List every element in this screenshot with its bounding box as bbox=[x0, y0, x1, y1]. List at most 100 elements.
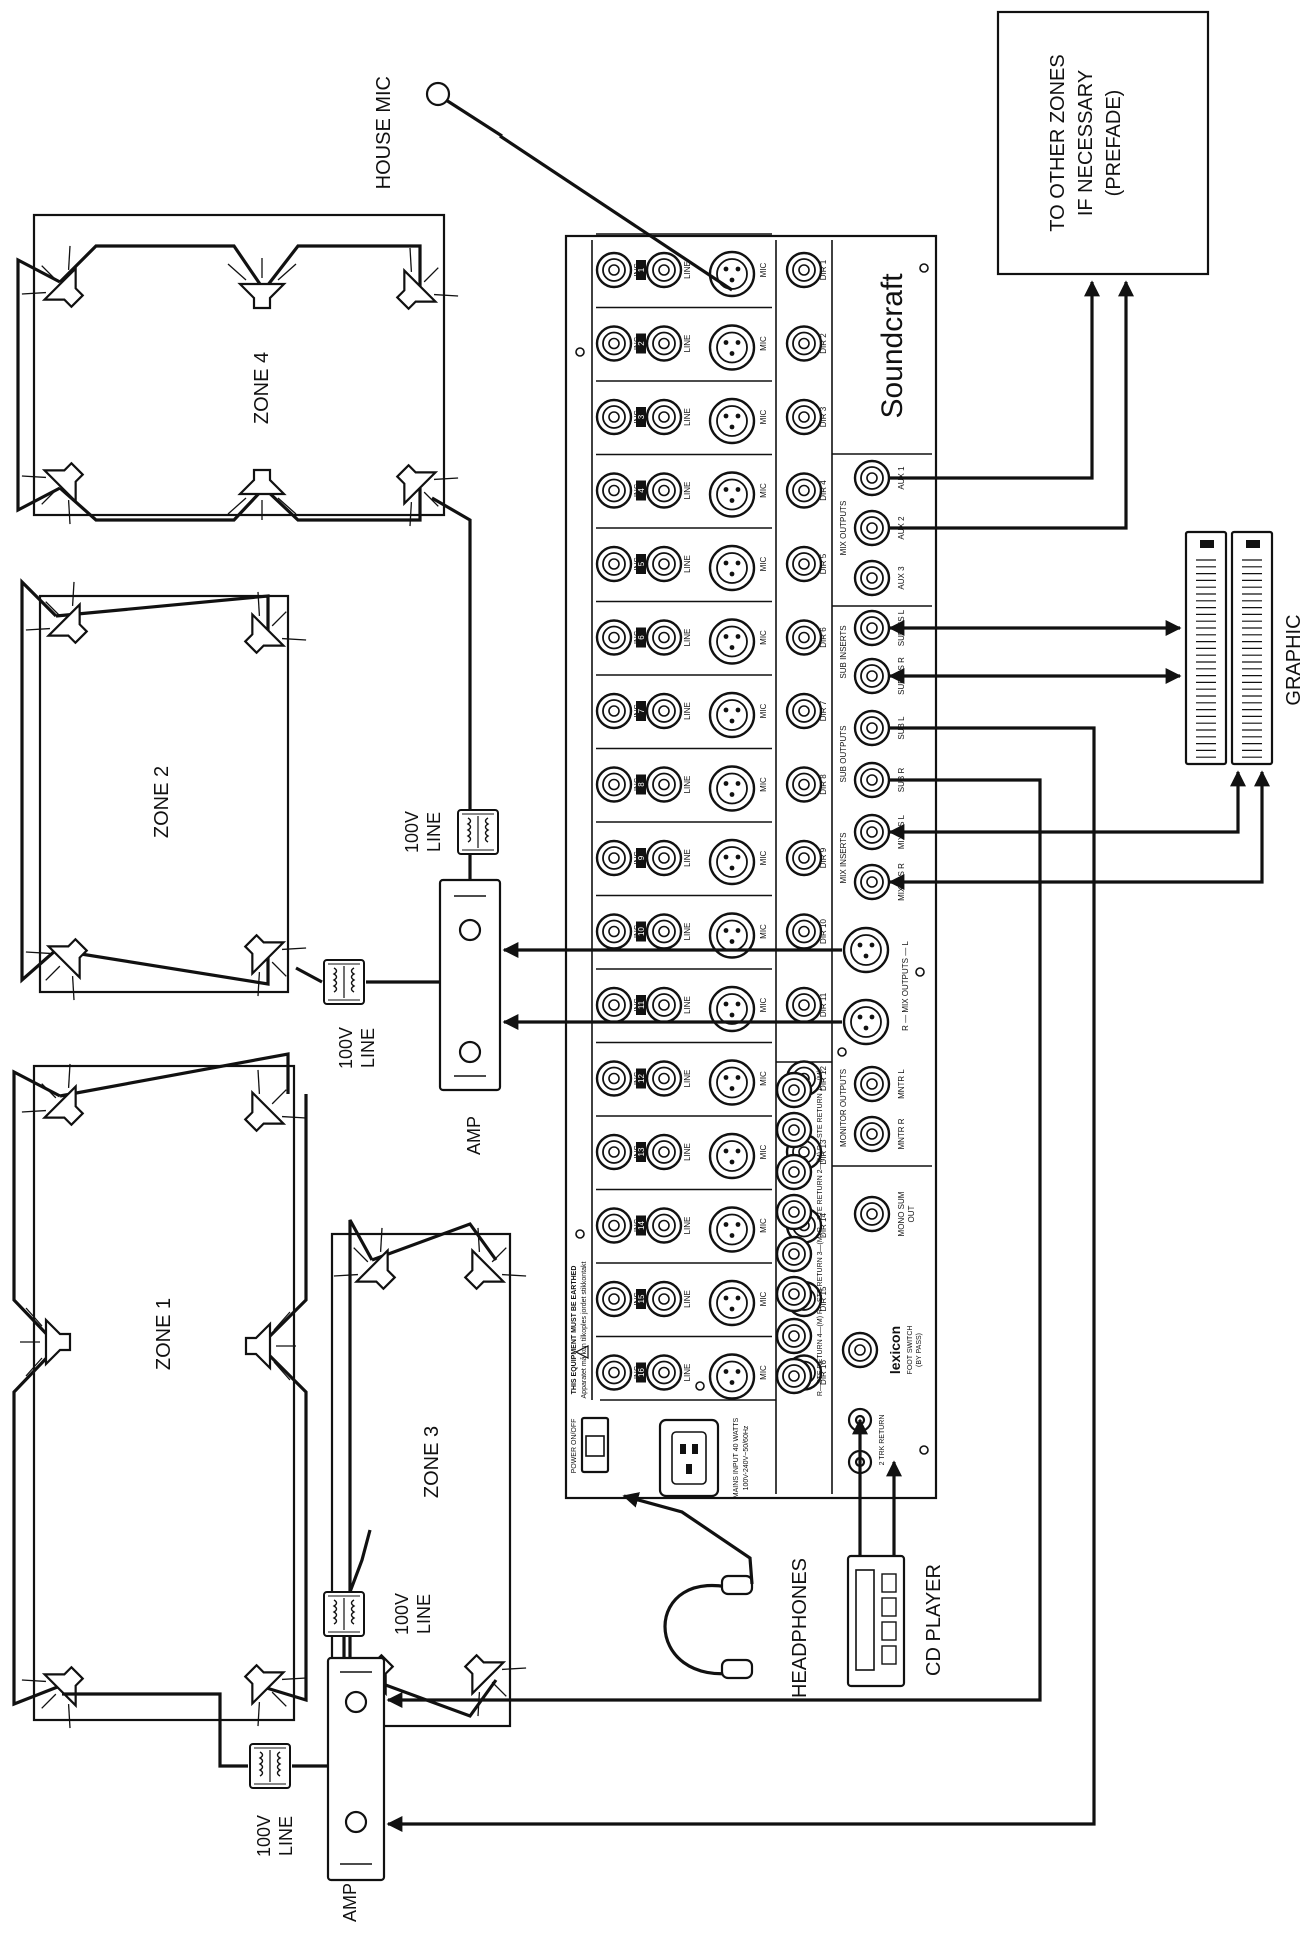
svg-text:100V: 100V bbox=[254, 1815, 274, 1857]
mic-xlr bbox=[708, 1353, 756, 1400]
channel-number: 12 bbox=[637, 1074, 646, 1083]
mic-xlr bbox=[708, 618, 756, 665]
svg-text:LINE: LINE bbox=[358, 1028, 378, 1068]
channel-strips: INSLINEMICDIR 11 INSLINEMICDIR 22 INSLINEM… bbox=[595, 233, 828, 1400]
svg-text:LINE: LINE bbox=[414, 1594, 434, 1634]
dir-label: DIR 3 bbox=[819, 406, 828, 427]
line-label: LINE bbox=[683, 482, 692, 500]
svg-text:(PREFADE): (PREFADE) bbox=[1103, 90, 1125, 197]
soundcraft-logo: Soundcraft bbox=[876, 273, 909, 419]
ins-jack bbox=[595, 986, 633, 1024]
mic-xlr bbox=[708, 691, 756, 739]
ste-return-jack-r bbox=[775, 1111, 813, 1149]
line-label: LINE bbox=[683, 1143, 692, 1161]
mic-label: MIC bbox=[759, 924, 768, 939]
channel-number: 16 bbox=[637, 1368, 646, 1377]
mix-out-r-xlr bbox=[842, 998, 890, 1046]
line-label: LINE bbox=[683, 335, 692, 353]
channel-number: 10 bbox=[637, 927, 646, 936]
foot-switch-jack bbox=[841, 1331, 879, 1369]
line-100v-b: 100V LINE bbox=[336, 1027, 378, 1069]
line-jack bbox=[645, 619, 683, 656]
mic-label: MIC bbox=[759, 1291, 768, 1306]
line-jack bbox=[645, 1133, 683, 1171]
channel-strip: INSLINEMICDIR 66 bbox=[595, 600, 828, 665]
channel-badge bbox=[636, 260, 646, 280]
mntr-l-jack bbox=[853, 1065, 891, 1103]
mic-label: MIC bbox=[759, 703, 768, 718]
channel-number: 4 bbox=[637, 488, 646, 493]
ins-jack bbox=[595, 692, 633, 730]
lexicon-logo: lexicon bbox=[887, 1326, 903, 1374]
dir-label: DIR 12 bbox=[819, 1066, 828, 1091]
ste-return-label: R—STE RETURN 1—(M) bbox=[817, 1070, 824, 1150]
dir-jack bbox=[785, 766, 823, 803]
ins-jack bbox=[595, 1060, 633, 1097]
ins-jack bbox=[595, 1280, 633, 1318]
channel-badge bbox=[636, 1362, 646, 1383]
dir-jack bbox=[785, 913, 823, 950]
line-jack bbox=[645, 839, 683, 877]
mic-label: MIC bbox=[759, 483, 768, 498]
line-jack bbox=[645, 251, 683, 289]
mono-sum-jack bbox=[853, 1195, 891, 1233]
dir-label: DIR 13 bbox=[819, 1139, 828, 1164]
dir-label: DIR 6 bbox=[819, 627, 828, 648]
line-jack bbox=[645, 692, 683, 730]
channel-strip: INSLINEMICDIR 11 bbox=[595, 233, 828, 298]
channel-strip: INSLINEMICDIR 55 bbox=[595, 527, 828, 592]
channel-number: 5 bbox=[637, 561, 646, 566]
dir-label: DIR 16 bbox=[819, 1360, 828, 1385]
dir-label: DIR 2 bbox=[819, 333, 828, 354]
channel-badge bbox=[636, 333, 646, 354]
svg-text:TO OTHER ZONES: TO OTHER ZONES bbox=[1047, 54, 1069, 231]
amp-upper: AMP bbox=[438, 878, 502, 1155]
mic-label: MIC bbox=[759, 630, 768, 645]
channel-number: 14 bbox=[637, 1221, 646, 1230]
svg-text:AUX 3: AUX 3 bbox=[897, 566, 906, 590]
graphic-eq: GRAPHIC bbox=[1184, 530, 1305, 766]
mic-label: MIC bbox=[759, 1218, 768, 1233]
channel-number: 13 bbox=[637, 1147, 646, 1156]
line-label: LINE bbox=[683, 1070, 692, 1088]
mic-label: MIC bbox=[759, 556, 768, 571]
line-100v-c: 100V LINE bbox=[392, 1593, 434, 1635]
subins-r-jack bbox=[853, 657, 891, 695]
mic-xlr bbox=[708, 324, 756, 371]
ste-return-label: R—STE RETURN 2—(M) bbox=[817, 1152, 824, 1232]
zone-3-label: ZONE 3 bbox=[421, 1426, 443, 1498]
svg-text:THIS EQUIPMENT MUST BE EARTHED: THIS EQUIPMENT MUST BE EARTHED bbox=[571, 1266, 578, 1395]
mic-label: MIC bbox=[759, 262, 768, 277]
svg-text:MNTR L: MNTR L bbox=[897, 1069, 906, 1099]
dir-label: DIR 11 bbox=[819, 992, 828, 1017]
line-label: LINE bbox=[683, 702, 692, 720]
line-label: LINE bbox=[683, 629, 692, 647]
dir-jack bbox=[785, 545, 823, 583]
line-jack bbox=[645, 766, 683, 803]
aux-2-jack bbox=[853, 509, 891, 547]
channel-badge bbox=[636, 774, 646, 795]
channel-strip: INSLINEMICDIR 99 bbox=[595, 821, 828, 886]
line-jack bbox=[645, 1207, 683, 1244]
svg-text:POWER ON/OFF: POWER ON/OFF bbox=[571, 1419, 578, 1474]
line-jack bbox=[645, 472, 683, 509]
ste-return-jack-l bbox=[775, 1317, 813, 1355]
channel-number: 6 bbox=[637, 635, 646, 640]
ins-jack bbox=[595, 913, 633, 950]
svg-text:100V-240V~50/60Hz: 100V-240V~50/60Hz bbox=[743, 1425, 750, 1490]
mic-xlr bbox=[708, 544, 756, 592]
channel-badge bbox=[636, 1142, 646, 1162]
zone-4-label: ZONE 4 bbox=[251, 352, 273, 424]
dir-jack bbox=[785, 325, 823, 362]
dir-label: DIR 7 bbox=[819, 700, 828, 721]
dir-jack bbox=[785, 472, 823, 509]
channel-strip: INSLINEMICDIR 22 bbox=[595, 306, 828, 371]
channel-badge bbox=[636, 995, 646, 1015]
sub-l-jack bbox=[853, 709, 891, 747]
channel-number: 8 bbox=[637, 782, 646, 787]
svg-text:SUB OUTPUTS: SUB OUTPUTS bbox=[839, 726, 848, 783]
transformer-a bbox=[457, 809, 499, 855]
